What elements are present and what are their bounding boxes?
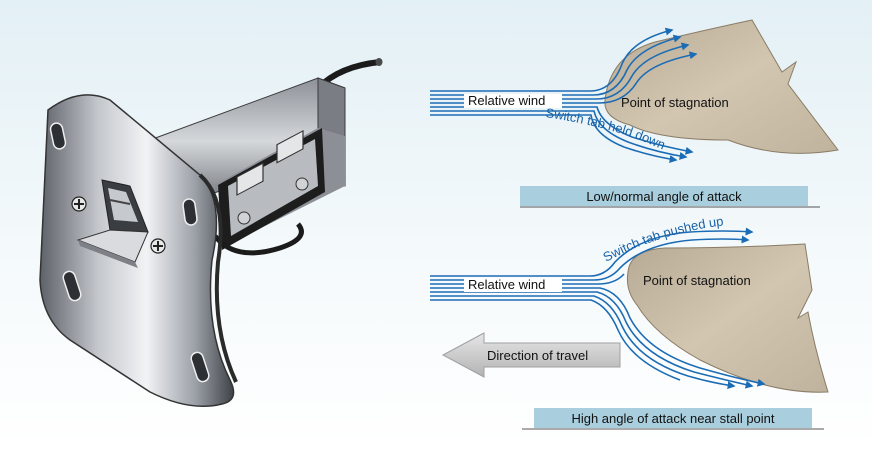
low-aoa-caption: Low/normal angle of attack (586, 189, 742, 204)
direction-arrow-icon (441, 332, 621, 378)
low-aoa-caption-band (520, 186, 808, 206)
upper-flow-lines (430, 27, 698, 163)
airfoil-shape (626, 243, 829, 393)
relative-wind-label-2: Relative wind (468, 277, 545, 292)
stagnation-label-2: Point of stagnation (643, 273, 751, 288)
high-aoa-caption: High angle of attack near stall point (571, 411, 774, 426)
stagnation-label-1: Point of stagnation (621, 95, 729, 110)
relative-wind-label-1: Relative wind (468, 93, 545, 108)
lower-flow-lines (430, 227, 766, 390)
high-aoa-diagram: Relative wind Point of stagnation Switch… (430, 213, 829, 430)
direction-of-travel-label: Direction of travel (487, 348, 588, 363)
high-aoa-caption-band (534, 408, 812, 428)
stall-warning-switch-illustration (39, 58, 383, 407)
